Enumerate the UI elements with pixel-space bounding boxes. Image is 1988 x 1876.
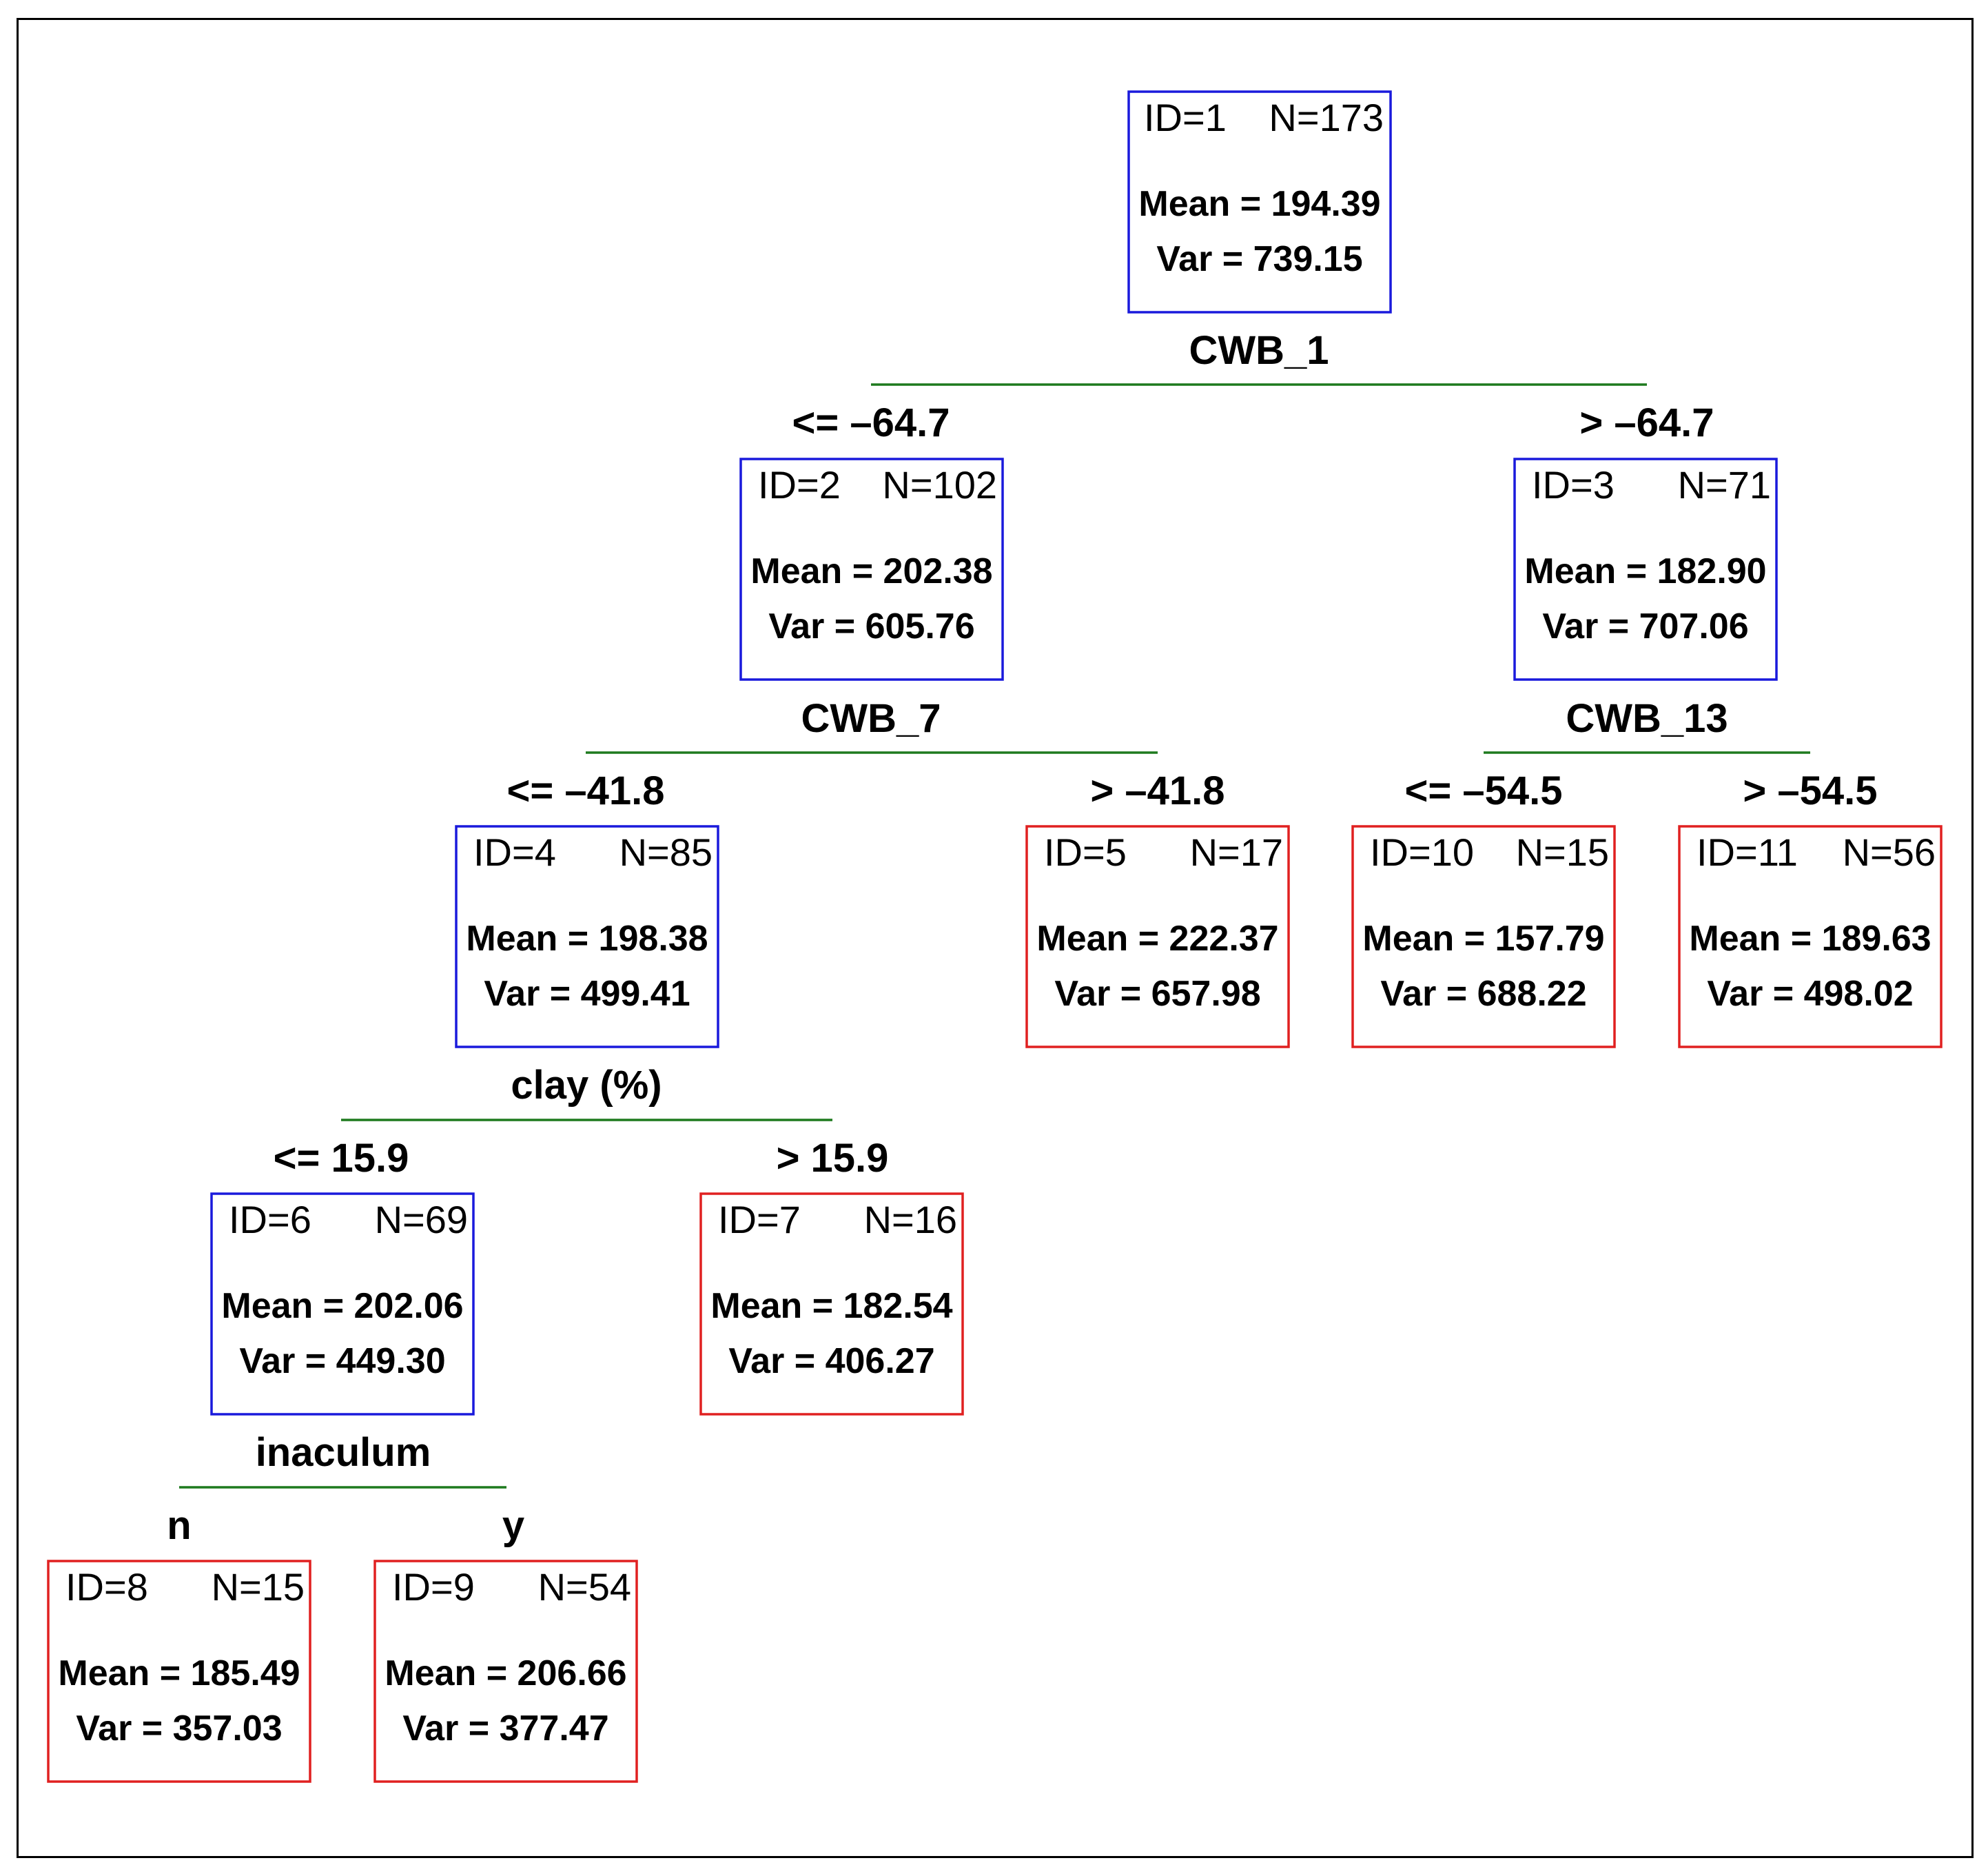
tree-node-5: ID=5 N=17 Mean = 222.37 Var = 657.98 <box>1025 825 1290 1048</box>
node-mean: Mean = 222.37 <box>1036 919 1278 959</box>
split-left-condition: <= –41.8 <box>507 768 665 813</box>
split-cwb-13: CWB_13 <= –54.5 > –54.5 <box>1405 696 1878 813</box>
node-box <box>1678 825 1943 1048</box>
node-mean: Mean = 202.06 <box>221 1286 463 1326</box>
node-mean: Mean = 198.38 <box>466 919 708 959</box>
node-mean: Mean = 206.66 <box>385 1653 626 1693</box>
node-id: ID=10 <box>1370 830 1474 874</box>
node-count: N=85 <box>619 830 713 874</box>
split-right-condition: > 15.9 <box>777 1136 889 1181</box>
node-mean: Mean = 189.63 <box>1689 919 1931 959</box>
node-id: ID=7 <box>718 1198 801 1241</box>
split-variable-label: clay (%) <box>511 1063 662 1108</box>
split-left-condition: <= –54.5 <box>1405 768 1563 813</box>
node-variance: Var = 605.76 <box>768 606 974 646</box>
tree-node-2: ID=2 N=102 Mean = 202.38 Var = 605.76 <box>739 458 1004 681</box>
split-variable-label: CWB_1 <box>1189 328 1329 373</box>
tree-node-7: ID=7 N=16 Mean = 182.54 Var = 406.27 <box>699 1192 964 1416</box>
split-cwb-7: CWB_7 <= –41.8 > –41.8 <box>507 696 1225 813</box>
node-variance: Var = 739.15 <box>1156 239 1362 279</box>
node-box <box>739 458 1004 681</box>
node-id: ID=2 <box>758 463 841 507</box>
node-variance: Var = 707.06 <box>1542 606 1748 646</box>
node-box <box>455 825 719 1048</box>
node-variance: Var = 377.47 <box>402 1709 608 1748</box>
split-right-condition: y <box>502 1503 524 1548</box>
diagram-frame <box>17 18 1974 1858</box>
node-count: N=173 <box>1269 96 1384 139</box>
node-variance: Var = 498.02 <box>1707 974 1913 1014</box>
node-mean: Mean = 157.79 <box>1362 919 1604 959</box>
node-box <box>1351 825 1616 1048</box>
node-variance: Var = 449.30 <box>239 1341 445 1381</box>
split-right-condition: > –54.5 <box>1743 768 1877 813</box>
node-count: N=56 <box>1843 830 1936 874</box>
node-box <box>1513 458 1778 681</box>
node-box <box>1025 825 1290 1048</box>
node-box <box>47 1560 311 1783</box>
node-id: ID=3 <box>1532 463 1615 507</box>
node-variance: Var = 357.03 <box>76 1709 282 1748</box>
node-count: N=71 <box>1678 463 1771 507</box>
node-count: N=15 <box>212 1565 305 1609</box>
tree-node-1: ID=1 N=173 Mean = 194.39 Var = 739.15 <box>1127 90 1392 314</box>
node-box <box>210 1192 475 1416</box>
split-left-condition: n <box>167 1503 191 1548</box>
node-id: ID=5 <box>1044 830 1127 874</box>
split-variable-label: CWB_13 <box>1566 696 1728 741</box>
tree-node-3: ID=3 N=71 Mean = 182.90 Var = 707.06 <box>1513 458 1778 681</box>
split-variable-label: inaculum <box>256 1430 431 1475</box>
node-id: ID=4 <box>473 830 556 874</box>
node-id: ID=11 <box>1697 830 1798 874</box>
node-mean: Mean = 185.49 <box>58 1653 300 1693</box>
node-mean: Mean = 202.38 <box>750 551 992 591</box>
tree-node-4: ID=4 N=85 Mean = 198.38 Var = 499.41 <box>455 825 719 1048</box>
node-box <box>1127 90 1392 314</box>
split-variable-label: CWB_7 <box>801 696 941 741</box>
split-clay: clay (%) <= 15.9 > 15.9 <box>274 1063 889 1181</box>
node-variance: Var = 499.41 <box>484 974 690 1014</box>
node-count: N=16 <box>864 1198 957 1241</box>
node-mean: Mean = 194.39 <box>1138 184 1380 224</box>
node-variance: Var = 406.27 <box>728 1341 934 1381</box>
node-count: N=15 <box>1516 830 1609 874</box>
tree-node-8: ID=8 N=15 Mean = 185.49 Var = 357.03 <box>47 1560 311 1783</box>
node-mean: Mean = 182.90 <box>1524 551 1766 591</box>
tree-node-10: ID=10 N=15 Mean = 157.79 Var = 688.22 <box>1351 825 1616 1048</box>
split-right-condition: > –41.8 <box>1090 768 1224 813</box>
node-box <box>373 1560 638 1783</box>
node-count: N=54 <box>538 1565 631 1609</box>
split-inaculum: inaculum n y <box>167 1430 524 1548</box>
split-left-condition: <= 15.9 <box>274 1136 409 1181</box>
node-variance: Var = 688.22 <box>1380 974 1586 1014</box>
split-right-condition: > –64.7 <box>1579 400 1714 445</box>
node-count: N=17 <box>1190 830 1283 874</box>
node-variance: Var = 657.98 <box>1054 974 1260 1014</box>
node-count: N=69 <box>375 1198 468 1241</box>
split-cwb-1: CWB_1 <= –64.7 > –64.7 <box>792 328 1714 445</box>
node-count: N=102 <box>882 463 997 507</box>
tree-node-9: ID=9 N=54 Mean = 206.66 Var = 377.47 <box>373 1560 638 1783</box>
tree-node-11: ID=11 N=56 Mean = 189.63 Var = 498.02 <box>1678 825 1943 1048</box>
node-mean: Mean = 182.54 <box>710 1286 952 1326</box>
tree-node-6: ID=6 N=69 Mean = 202.06 Var = 449.30 <box>210 1192 475 1416</box>
node-id: ID=6 <box>229 1198 311 1241</box>
node-id: ID=1 <box>1144 96 1227 139</box>
split-left-condition: <= –64.7 <box>792 400 950 445</box>
node-id: ID=9 <box>392 1565 475 1609</box>
node-box <box>699 1192 964 1416</box>
node-id: ID=8 <box>65 1565 148 1609</box>
